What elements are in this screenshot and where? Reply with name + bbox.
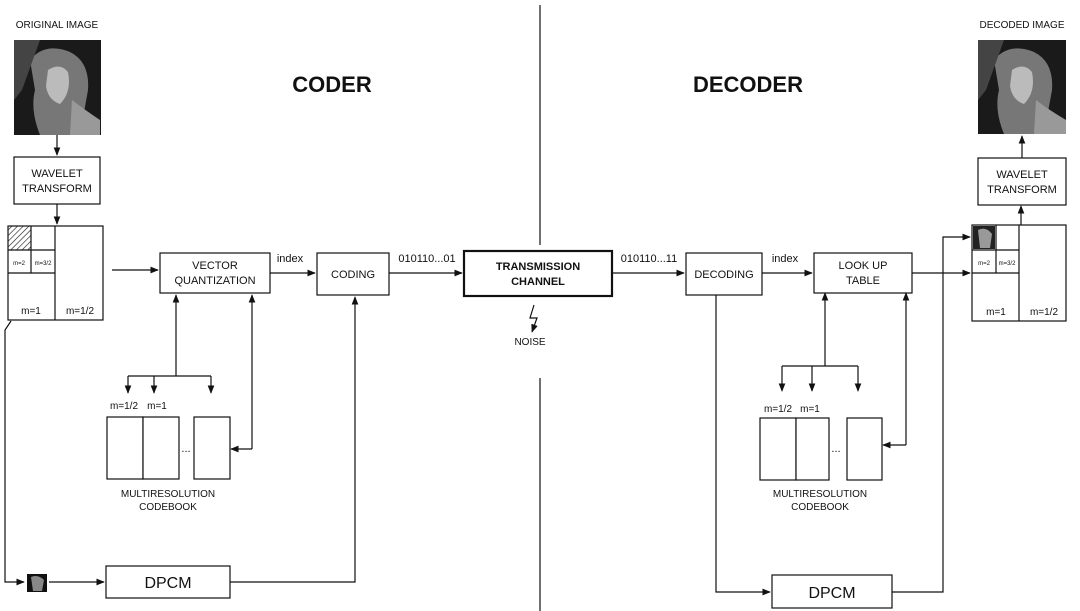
codebook-label-1-coder: MULTIRESOLUTION (121, 489, 215, 500)
vq-label-1: VECTOR (192, 260, 238, 272)
index-label-coder: index (277, 253, 304, 265)
codebook-block-2-coder (143, 417, 179, 479)
m-half-left: m=1/2 (66, 306, 95, 317)
codebook-ellipsis-decoder: ... (831, 443, 840, 455)
look-up-table-box (814, 253, 912, 293)
transmission-channel-box (464, 251, 612, 296)
m-three-half-left: m=3/2 (35, 261, 53, 267)
vq-label-2: QUANTIZATION (174, 275, 255, 287)
coding-label: CODING (331, 269, 375, 281)
m-one-left: m=1 (21, 306, 41, 317)
m-half-right: m=1/2 (1030, 307, 1059, 318)
low-res-thumbnail (27, 574, 47, 592)
subband-pyramid-right: m=2 m=3/2 m=1 m=1/2 (972, 225, 1066, 321)
wavelet-label-2: TRANSFORM (22, 183, 92, 195)
noise-lightning-icon (530, 305, 537, 332)
decoded-portrait-image (978, 40, 1066, 134)
m-three-half-right: m=3/2 (999, 261, 1017, 267)
codebook-m-half-decoder: m=1/2 (764, 404, 793, 415)
channel-label-1: TRANSMISSION (496, 261, 580, 273)
original-portrait-image (14, 40, 101, 135)
wavelet-transform-box-right (978, 158, 1066, 205)
dpcm-label-coder: DPCM (144, 575, 191, 592)
vector-quantization-box (160, 253, 270, 293)
decoding-label: DECODING (694, 269, 753, 281)
coder-title: CODER (292, 72, 372, 97)
m-two-left: m=2 (13, 261, 26, 267)
index-label-decoder: index (772, 253, 799, 265)
decoder-title: DECODER (693, 72, 803, 97)
codebook-block-1-decoder (760, 418, 796, 480)
codebook-label-1-decoder: MULTIRESOLUTION (773, 489, 867, 500)
wavelet-label-1-right: WAVELET (996, 169, 1048, 181)
codebook-block-2-decoder (796, 418, 829, 480)
wavelet-transform-box (14, 157, 100, 204)
m-two-right: m=2 (978, 261, 991, 267)
codebook-m-one-decoder: m=1 (800, 404, 820, 415)
lut-label-2: TABLE (846, 275, 880, 287)
codebook-label-2-coder: CODEBOOK (139, 502, 197, 513)
original-image-label: ORIGINAL IMAGE (16, 20, 99, 31)
lut-label-1: LOOK UP (839, 260, 888, 272)
codebook-m-one-coder: m=1 (147, 401, 167, 412)
wavelet-label-1: WAVELET (31, 168, 83, 180)
channel-label-2: CHANNEL (511, 276, 565, 288)
m-one-right: m=1 (986, 307, 1006, 318)
wavelet-label-2-right: TRANSFORM (987, 184, 1057, 196)
subband-pyramid-left: m=2 m=3/2 m=1 m=1/2 (8, 226, 103, 320)
codebook-ellipsis-coder: ... (181, 443, 190, 455)
codebook-block-1-coder (107, 417, 143, 479)
bits-out-label: 010110...01 (398, 253, 455, 265)
bits-in-label: 010110...11 (621, 253, 677, 265)
codebook-m-half-coder: m=1/2 (110, 401, 139, 412)
codebook-block-3-decoder (847, 418, 882, 480)
codebook-label-2-decoder: CODEBOOK (791, 502, 849, 513)
dpcm-label-decoder: DPCM (808, 585, 855, 602)
decoded-image-label: DECODED IMAGE (979, 20, 1064, 31)
noise-label: NOISE (514, 337, 545, 348)
codebook-block-3-coder (194, 417, 230, 479)
